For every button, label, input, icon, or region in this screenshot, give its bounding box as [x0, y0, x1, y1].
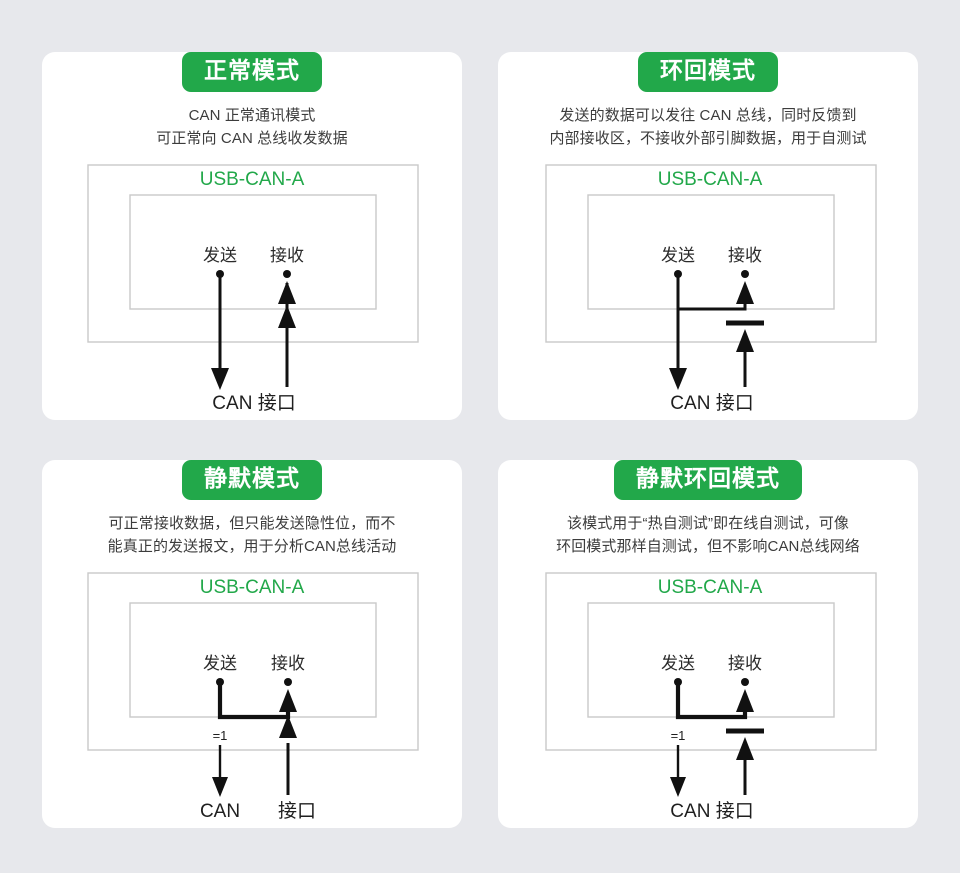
device-name-label: USB-CAN-A: [658, 577, 763, 598]
device-name-label: USB-CAN-A: [200, 577, 305, 598]
external-rx-arrowhead: [736, 329, 754, 352]
device-outer-box: [545, 164, 877, 343]
mode-badge: 环回模式: [638, 52, 778, 92]
tx-label: 发送: [203, 246, 237, 265]
device-inner-box: [587, 194, 835, 310]
mode-description: 可正常接收数据，但只能发送隐性位，而不 能真正的发送报文，用于分析CAN总线活动: [58, 512, 446, 559]
rx-arrowhead-internal: [279, 689, 297, 712]
device-name-label: USB-CAN-A: [200, 169, 305, 190]
mode-description: CAN 正常通讯模式 可正常向 CAN 总线收发数据: [58, 104, 446, 151]
badge-container: 静默环回模式: [498, 460, 918, 500]
description-line: 能真正的发送报文，用于分析CAN总线活动: [107, 538, 397, 556]
description-line: 可正常向 CAN 总线收发数据: [156, 130, 348, 148]
can-port-label: CAN 接口: [670, 392, 753, 414]
rx-arrowhead-internal: [736, 689, 754, 712]
mode-card-normal[interactable]: 正常模式 CAN 正常通讯模式 可正常向 CAN 总线收发数据 USB-CAN-…: [42, 52, 462, 420]
mode-badge: 静默模式: [182, 460, 322, 500]
tx-label: 发送: [661, 654, 695, 673]
description-line: CAN 正常通讯模式: [188, 107, 316, 124]
silent-loopback-feedback-wire: [675, 682, 748, 720]
loopback-feedback-wire: [678, 285, 747, 311]
device-name-label: USB-CAN-A: [658, 169, 763, 190]
tx-label: 发送: [661, 246, 695, 265]
port-label: 接口: [278, 800, 316, 822]
external-rx-arrowhead: [279, 715, 297, 738]
device-inner-box: [129, 602, 377, 718]
mode-badge: 静默环回模式: [614, 460, 802, 500]
rx-node-dot: [741, 678, 749, 686]
mode-card-silent[interactable]: 静默模式 可正常接收数据，但只能发送隐性位，而不 能真正的发送报文，用于分析CA…: [42, 460, 462, 828]
device-outer-box: [87, 572, 419, 751]
tx-arrowhead-down: [669, 368, 687, 390]
tx-arrowhead-down: [670, 777, 686, 797]
mode-diagram-normal: USB-CAN-A 发送 接收 CAN 接口: [42, 157, 462, 415]
mode-card-loopback[interactable]: 环回模式 发送的数据可以发往 CAN 总线，同时反馈到 内部接收区，不接收外部引…: [498, 52, 918, 420]
mode-diagram-loopback: USB-CAN-A 发送 接收 CAN 接口: [498, 157, 918, 415]
rx-label: 接收: [728, 654, 762, 673]
description-line: 发送的数据可以发往 CAN 总线，同时反馈到: [559, 107, 857, 124]
device-inner-box: [587, 602, 835, 718]
rx-node-dot: [741, 270, 749, 278]
rx-arrowhead-upper: [278, 281, 296, 304]
rx-label: 接收: [728, 246, 762, 265]
badge-container: 静默模式: [42, 460, 462, 500]
rx-node-dot: [283, 270, 291, 278]
mode-badge: 正常模式: [182, 52, 322, 92]
rx-label: 接收: [270, 246, 304, 265]
silent-feedback-wire: [217, 682, 291, 720]
tx-arrowhead-down: [211, 368, 229, 390]
description-line: 环回模式那样自测试，但不影响CAN总线网络: [556, 538, 860, 556]
mode-description: 该模式用于“热自测试”即在线自测试，可像 环回模式那样自测试，但不影响CAN总线…: [514, 512, 902, 559]
rx-arrowhead-lower: [278, 305, 296, 328]
tx-arrowhead-down: [212, 777, 228, 797]
can-port-label: CAN 接口: [212, 392, 295, 414]
badge-container: 正常模式: [42, 52, 462, 92]
rx-node-dot: [284, 678, 292, 686]
tx-label: 发送: [203, 654, 237, 673]
can-port-label: CAN 接口: [670, 800, 753, 822]
external-rx-arrowhead: [736, 737, 754, 760]
badge-container: 环回模式: [498, 52, 918, 92]
rx-arrowhead-internal: [736, 281, 754, 304]
mode-diagram-silent-loopback: USB-CAN-A 发送 接收 =1 CAN 接口: [498, 565, 918, 823]
recessive-bit-label: =1: [671, 728, 686, 743]
recessive-bit-label: =1: [213, 728, 228, 743]
device-outer-box: [545, 572, 877, 751]
mode-description: 发送的数据可以发往 CAN 总线，同时反馈到 内部接收区，不接收外部引脚数据，用…: [514, 104, 902, 151]
can-label: CAN: [200, 801, 240, 822]
device-outer-box: [87, 164, 419, 343]
device-inner-box: [129, 194, 377, 310]
description-line: 该模式用于“热自测试”即在线自测试，可像: [567, 515, 849, 532]
rx-label: 接收: [271, 654, 305, 673]
description-line: 内部接收区，不接收外部引脚数据，用于自测试: [549, 130, 867, 148]
mode-diagram-silent: USB-CAN-A 发送 接收 =1 CAN 接口: [42, 565, 462, 823]
description-line: 可正常接收数据，但只能发送隐性位，而不: [108, 515, 396, 532]
mode-card-silent-loopback[interactable]: 静默环回模式 该模式用于“热自测试”即在线自测试，可像 环回模式那样自测试，但不…: [498, 460, 918, 828]
